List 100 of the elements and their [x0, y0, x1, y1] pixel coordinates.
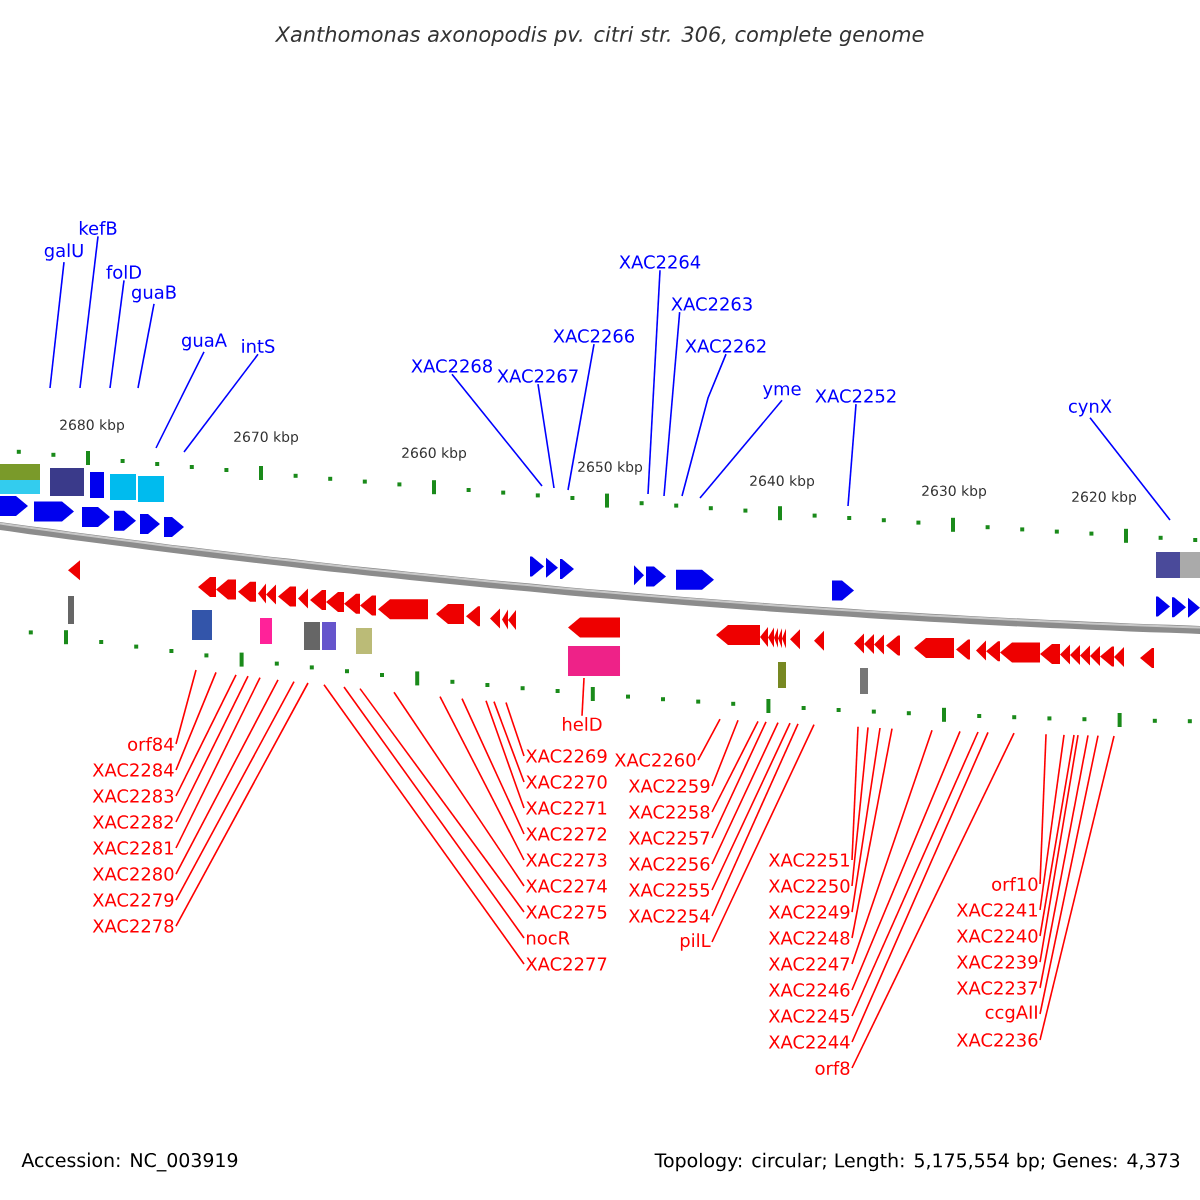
gene-label: XAC2247 [768, 957, 850, 971]
gene-label: XAC2274 [525, 879, 607, 893]
leader-line [567, 343, 595, 491]
gene-label: XAC2272 [525, 827, 606, 841]
gene-label: XAC2250 [768, 879, 850, 893]
title: Xanthomonas axonopodis pv. citri str. 306, complete genome [274, 25, 924, 47]
gene-label: XAC2277 [525, 957, 607, 971]
gene-label: XAC2254 [628, 909, 710, 923]
gene-label: XAC2280 [92, 867, 174, 881]
gene-label: ccgAII [985, 1005, 1037, 1023]
leader-line [175, 682, 309, 927]
leader-line [175, 680, 295, 901]
gene-label: orf84 [128, 737, 174, 751]
accession-text: Accession: NC_003919 [21, 1152, 238, 1172]
leader-line [393, 691, 525, 887]
leader-line [851, 726, 869, 887]
leader-line [155, 351, 205, 449]
leader-line [79, 235, 99, 389]
leader-line [711, 723, 815, 943]
gene-label: XAC2284 [92, 763, 174, 777]
leader-line [847, 403, 857, 507]
gene-label: nocR [527, 931, 570, 945]
gene-label: XAC2273 [525, 853, 607, 867]
gene-label: XAC2271 [525, 801, 607, 815]
leader-line [1039, 734, 1075, 937]
gene-label: XAC2262 [685, 339, 766, 353]
leader-line [1089, 417, 1171, 521]
leader-line [1039, 734, 1065, 911]
leader-line [493, 700, 525, 783]
leader-line [1039, 734, 1089, 989]
gene-label: orf10 [992, 877, 1038, 891]
gene-label: XAC2245 [768, 1009, 850, 1023]
leader-line [109, 279, 125, 389]
leader-line [183, 353, 259, 453]
gene-label: XAC2279 [92, 893, 174, 907]
leader-line [851, 729, 933, 965]
gene-label: XAC2267 [497, 369, 578, 383]
leader-line [439, 695, 525, 861]
gene-label: folD [106, 265, 141, 279]
gene-label: XAC2249 [768, 905, 850, 919]
gene-label: XAC2239 [956, 955, 1038, 969]
gene-label: XAC2278 [92, 919, 174, 933]
leader-line [851, 727, 881, 913]
gene-label: XAC2259 [628, 779, 710, 793]
gene-label: cynX [1068, 399, 1112, 417]
leader-line [175, 669, 197, 745]
gene-label: XAC2251 [768, 853, 849, 867]
gene-label: XAC2240 [956, 929, 1038, 943]
leader-line [505, 701, 525, 757]
gene-label: pilL [680, 933, 711, 951]
gene-label: XAC2282 [92, 815, 173, 829]
gene-label: XAC2263 [671, 297, 752, 311]
leader-line [137, 303, 155, 389]
gene-label: XAC2268 [411, 359, 492, 373]
leader-line [711, 722, 791, 891]
gene-label: XAC2281 [92, 841, 173, 855]
gene-label: XAC2236 [956, 1033, 1038, 1047]
gene-label: XAC2256 [628, 857, 710, 871]
leader-line [711, 723, 799, 917]
leader-line [537, 383, 555, 489]
gene-label: guaB [132, 285, 176, 303]
leader-line [711, 721, 767, 839]
gene-label: XAC2264 [619, 255, 701, 269]
gene-label: guaA [182, 333, 227, 351]
leader-line [697, 718, 721, 761]
gene-label: XAC2283 [92, 789, 174, 803]
leader-line [851, 732, 1015, 1069]
leader-line [851, 727, 893, 939]
gene-label: XAC2257 [628, 831, 710, 845]
leader-line [323, 684, 525, 965]
genome-summary-text: Topology: circular; Length: 5,175,554 bp; Genes: 4,373 [654, 1152, 1180, 1172]
leader-line [175, 674, 237, 797]
leader-line [663, 311, 681, 497]
gene-label: XAC2248 [768, 931, 850, 945]
gene-label: XAC2252 [815, 389, 896, 403]
leader-line [1039, 734, 1099, 1015]
gene-label: helD [563, 717, 602, 731]
gene-label: XAC2237 [956, 981, 1038, 995]
gene-label: XAC2269 [525, 749, 607, 763]
leader-line [343, 686, 525, 939]
leader-line [175, 676, 261, 849]
leader-line [711, 721, 779, 865]
gene-label: intS [242, 339, 275, 353]
leader-line [461, 697, 525, 835]
gene-label: XAC2275 [525, 905, 607, 919]
leader-line [851, 730, 961, 991]
gene-label: XAC2255 [628, 883, 710, 897]
gene-label: XAC2270 [525, 775, 607, 789]
gene-label: XAC2258 [628, 805, 710, 819]
leader-line [485, 700, 525, 809]
leader-line [581, 677, 585, 717]
leader-line [1039, 733, 1047, 885]
leader-line [451, 373, 543, 487]
leader-line [359, 687, 525, 913]
leader-line [647, 269, 661, 495]
gene-label: XAC2246 [768, 983, 850, 997]
leader-line [1039, 734, 1079, 963]
gene-label: kefB [79, 221, 117, 235]
leader-line [175, 671, 217, 771]
gene-label: XAC2241 [956, 903, 1037, 917]
